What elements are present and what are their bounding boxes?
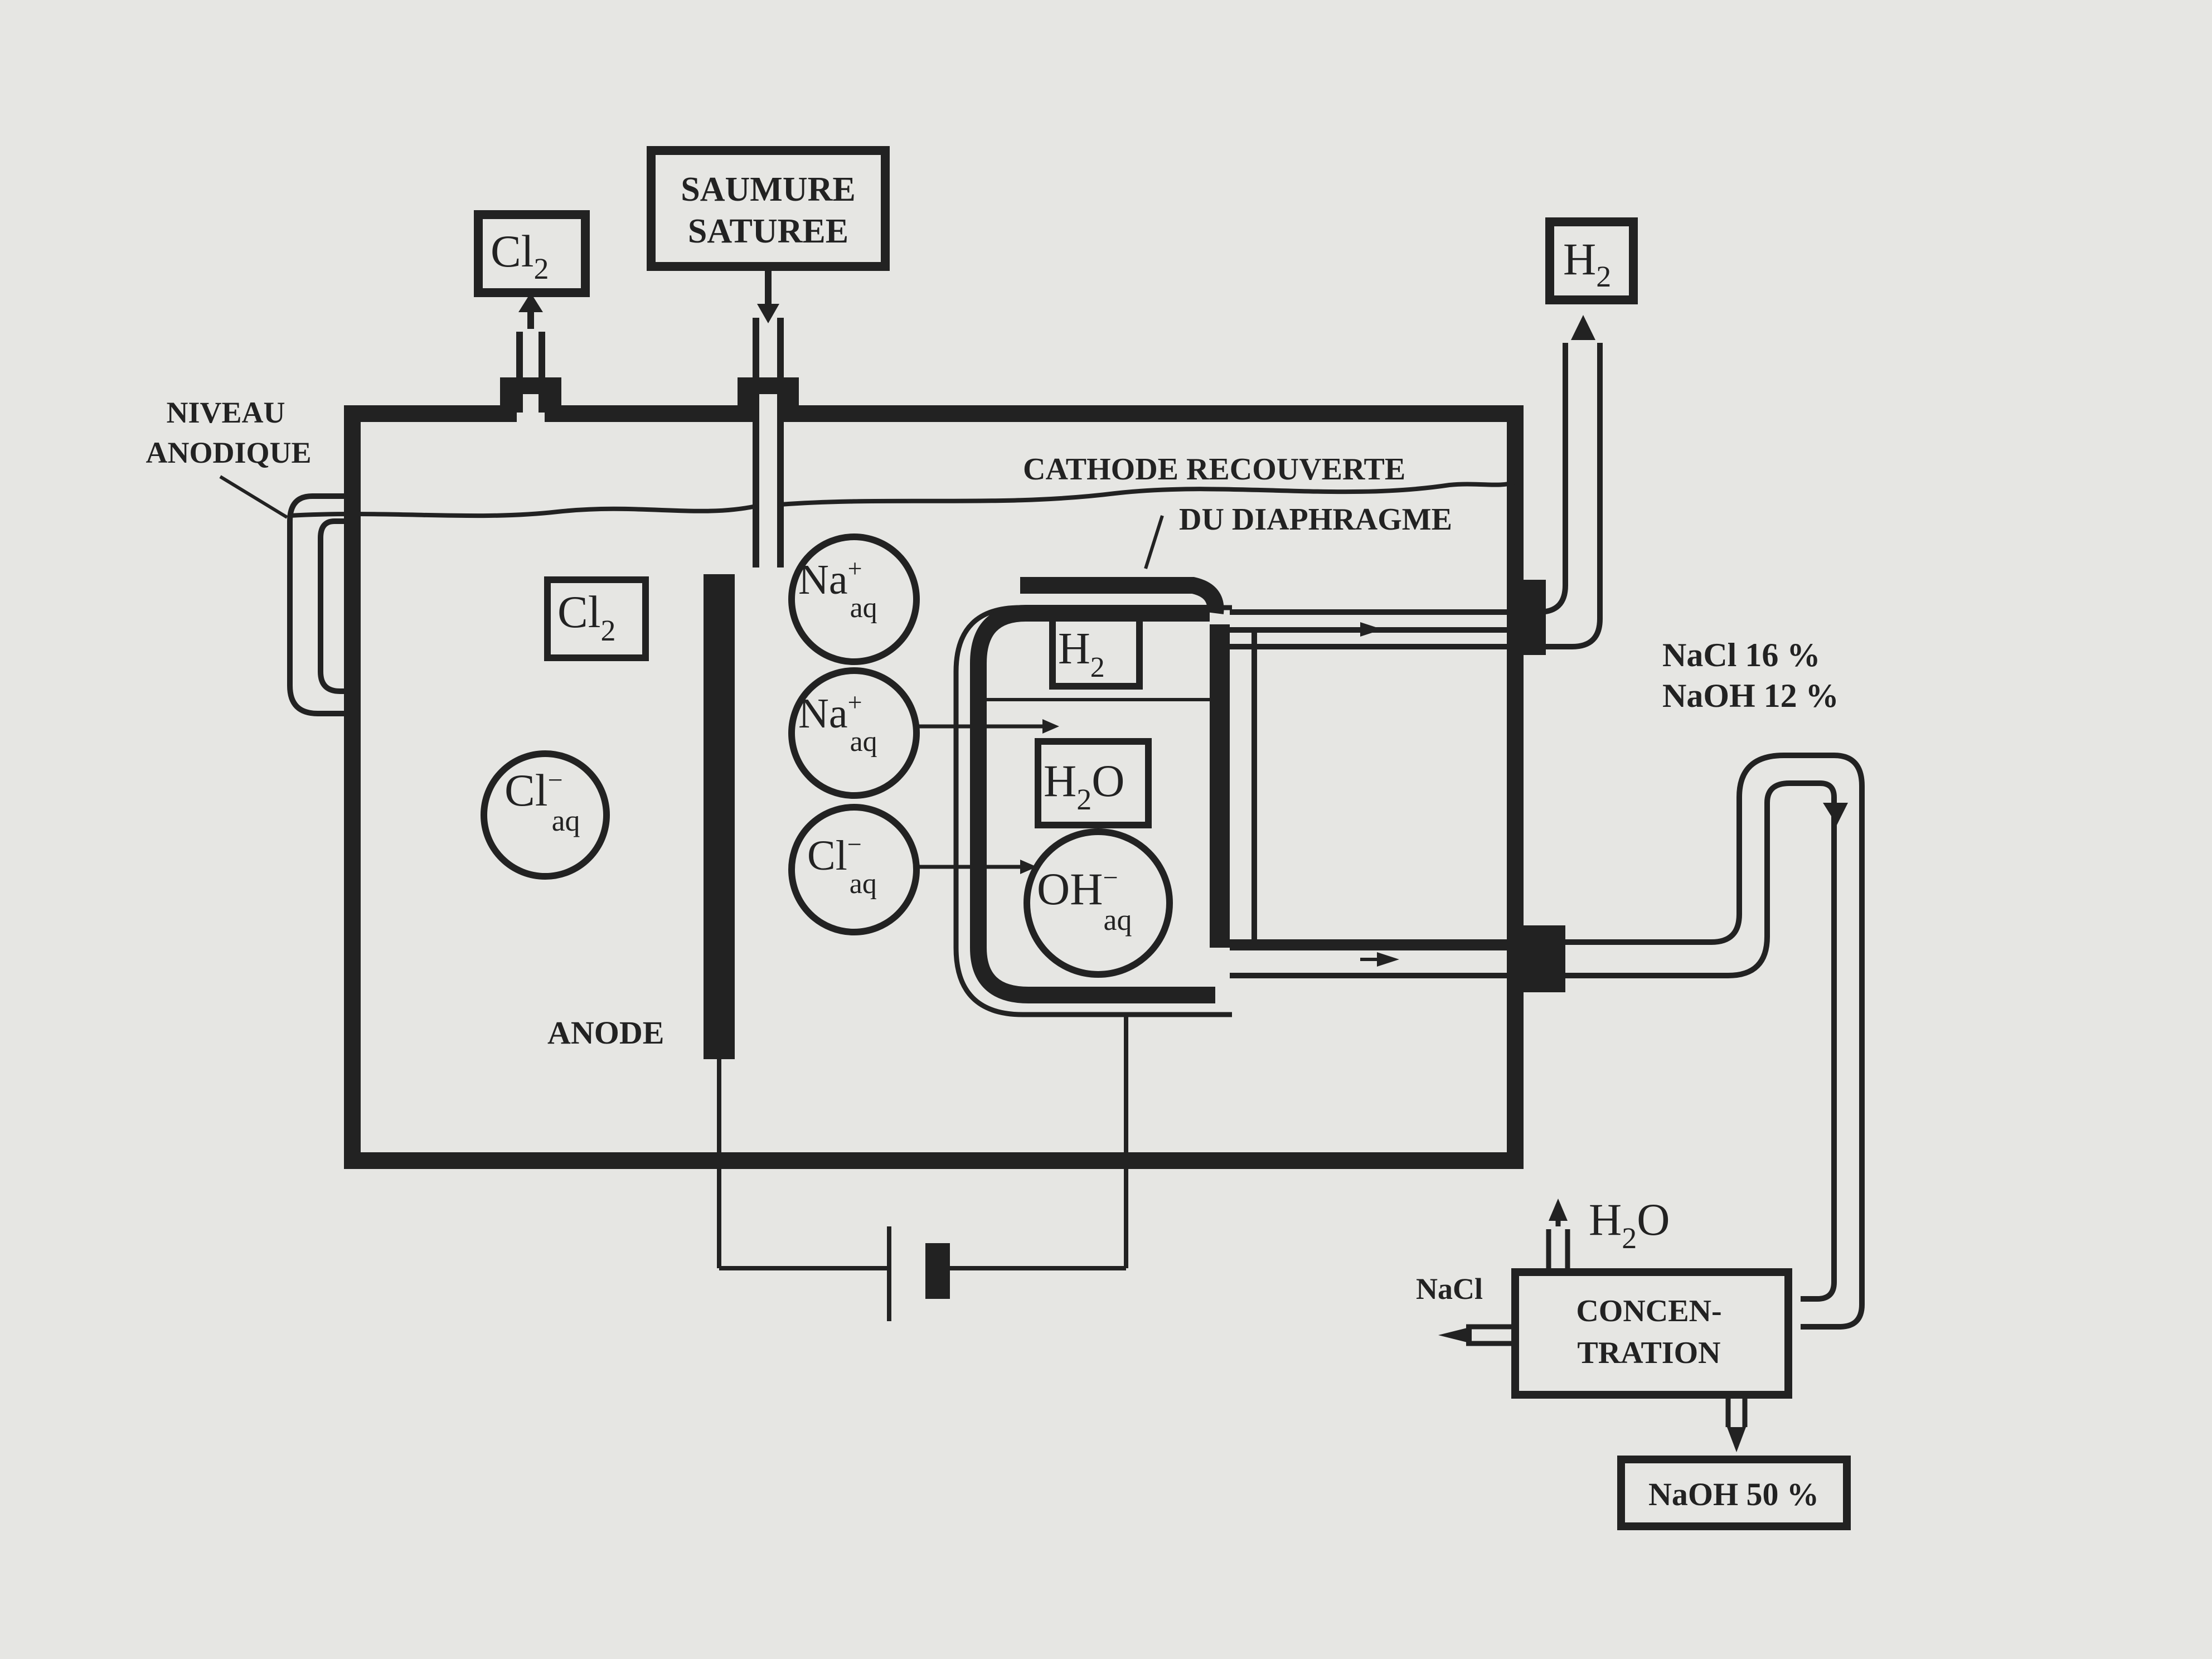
cell-wall [344, 377, 1524, 1169]
naoh-outlet [1725, 1396, 1748, 1452]
naoh-50-label: NaOH 50 % [1648, 1476, 1819, 1512]
cl2-output-box: Cl2 [474, 210, 590, 297]
cathode-mesh [970, 577, 1224, 1003]
nacl-outlet [1438, 1324, 1515, 1346]
brine-inlet-tube [753, 266, 784, 567]
concentration-label-1: CONCEN- [1576, 1294, 1721, 1328]
svg-text:OH−aq: OH−aq [1037, 863, 1132, 937]
cathode-frame-bar [1210, 624, 1230, 948]
h2-output-box: H2 [1545, 217, 1638, 304]
level-overflow-tube [287, 493, 357, 716]
h2o-inner-box: H2O [1035, 738, 1152, 828]
saturee-label: SATUREE [688, 212, 848, 250]
h2o-vapor-label: H2O [1589, 1194, 1670, 1255]
naoh-50-box: NaOH 50 % [1617, 1456, 1851, 1530]
nacl-out-label: NaCl [1416, 1272, 1483, 1306]
diaphragm-outline [953, 605, 1232, 1017]
catholyte-down-arrow [1823, 803, 1848, 825]
niveau-label: NIVEAU [166, 396, 285, 429]
anodique-label: ANODIQUE [145, 436, 311, 469]
svg-text:Cl2: Cl2 [491, 226, 549, 285]
cl2-outlet-tube [516, 293, 545, 413]
saumure-label: SAUMURE [681, 171, 855, 208]
anode-label: ANODE [547, 1015, 664, 1051]
svg-text:Cl−aq: Cl−aq [807, 830, 877, 900]
cathode-label-line1: CATHODE RECOUVERTE [1023, 452, 1405, 487]
cl2-inner-box: Cl2 [544, 576, 649, 661]
chloride-ion-left: Cl−aq [481, 750, 610, 880]
catholyte-pipe-flange [1515, 925, 1565, 992]
svg-text:Na+aq: Na+aq [798, 554, 877, 624]
svg-text:H2: H2 [1563, 234, 1611, 293]
anode-plate [704, 574, 735, 1059]
migration-arrows [919, 719, 1059, 874]
svg-text:H2O: H2O [1044, 755, 1124, 816]
catholyte-outlet-pipe [1230, 753, 1865, 1330]
svg-text:Na+aq: Na+aq [798, 688, 877, 758]
concentration-label-2: TRATION [1577, 1336, 1720, 1370]
cathode-leader-line [1144, 515, 1164, 569]
nacl-16-label: NaCl 16 % [1662, 637, 1820, 673]
h2-inner-box: H2 [1049, 613, 1143, 690]
sodium-ion-middle: Na+aq [788, 667, 920, 799]
svg-text:Cl−aq: Cl−aq [505, 765, 580, 837]
chloride-ion-right: Cl−aq [788, 804, 920, 935]
saumure-saturee-box: SAUMURE SATUREE [647, 146, 890, 271]
svg-text:Cl2: Cl2 [557, 586, 615, 647]
niveau-leader-line [219, 475, 288, 519]
h2o-vapor-outlet [1546, 1199, 1570, 1272]
dc-power-circuit [717, 1015, 1128, 1321]
h2-pipe-flange [1515, 580, 1546, 655]
cathode-label-line2: DU DIAPHRAGME [1179, 502, 1452, 537]
h2-outlet-arrow [1571, 315, 1595, 340]
anodic-level-line [289, 480, 1516, 518]
concentration-box: CONCEN- TRATION [1511, 1268, 1792, 1399]
naoh-12-label: NaOH 12 % [1662, 677, 1839, 714]
sodium-ion-top: Na+aq [788, 533, 920, 665]
hydroxide-ion: OH−aq [1023, 828, 1173, 978]
svg-text:H2: H2 [1058, 624, 1105, 683]
